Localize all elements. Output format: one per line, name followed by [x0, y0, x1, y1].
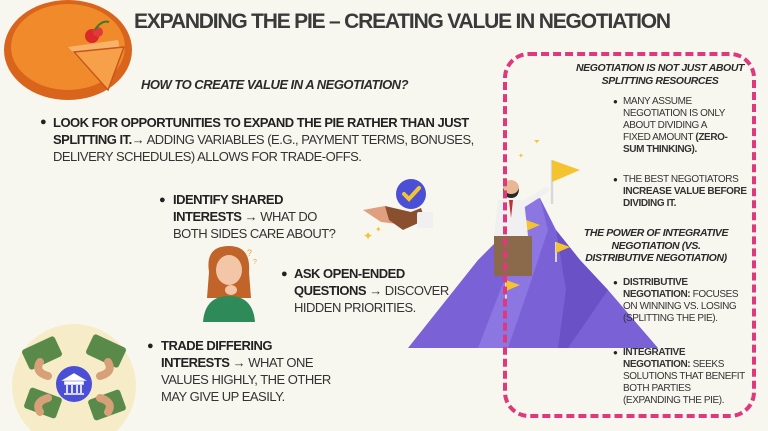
panel-item-zero-sum-rest: MANY ASSUME NEGOTIATION IS ONLY ABOUT DI… [623, 96, 725, 143]
point-trade-interests-bold: TRADE DIFFERING INTERESTS [161, 338, 272, 370]
point-shared-interests: IDENTIFY SHARED INTERESTS → WHAT DO BOTH… [173, 191, 353, 242]
handshake-icon: ✦ ✦ [363, 179, 433, 243]
svg-text:✦: ✦ [363, 229, 373, 243]
point-expand-pie-rest: → ADDING VARIABLES (E.G., PAYMENT TERMS,… [53, 132, 474, 164]
panel-item-zero-sum: MANY ASSUME NEGOTIATION IS ONLY ABOUT DI… [623, 96, 733, 156]
panel-heading-integrative: THE POWER OF INTEGRATIVE NEGOTIATION (VS… [583, 227, 729, 264]
panel-item-integrative-bold: INTEGRATIVE NEGOTIATION: [623, 347, 691, 370]
panel-item-best-negotiators-bold: INCREASE VALUE BEFORE DIVIDING IT. [623, 186, 747, 209]
info-panel [503, 52, 756, 418]
bullet-dot: ● [40, 116, 47, 128]
panel-item-distributive-bold: DISTRIBUTIVE NEGOTIATION: [623, 277, 691, 300]
section-subtitle: HOW TO CREATE VALUE IN A NEGOTIATION? [141, 77, 409, 92]
bullet-dot: ● [613, 97, 618, 106]
point-open-ended-rest: → DISCOVER HIDDEN PRIORITIES. [294, 283, 449, 315]
money-circle-icon [12, 324, 136, 431]
panel-item-best-negotiators: THE BEST NEGOTIATORS INCREASE VALUE BEFO… [623, 174, 748, 210]
panel-item-integrative-rest: SEEKS SOLUTIONS THAT BENEFIT BOTH PARTIE… [623, 359, 745, 406]
mountain-summit-icon: ✦ ✦ [408, 140, 658, 348]
svg-text:✦: ✦ [375, 225, 382, 234]
point-shared-interests-rest: → WHAT DO BOTH SIDES CARE ABOUT? [173, 209, 336, 241]
bullet-dot: ● [613, 278, 618, 287]
panel-item-zero-sum-bold: (ZERO-SUM THINKING). [623, 132, 728, 155]
panel-item-integrative: INTEGRATIVE NEGOTIATION: SEEKS SOLUTIONS… [623, 347, 748, 407]
svg-text:✦: ✦ [533, 140, 541, 146]
point-trade-interests: TRADE DIFFERING INTERESTS → WHAT ONE VAL… [161, 337, 331, 405]
panel-item-best-negotiators-rest: THE BEST NEGOTIATORS [623, 174, 739, 185]
point-expand-pie: LOOK FOR OPPORTUNITIES TO EXPAND THE PIE… [53, 114, 503, 165]
point-open-ended: ASK OPEN-ENDED QUESTIONS → DISCOVER HIDD… [294, 265, 469, 316]
bullet-dot: ● [613, 348, 618, 357]
svg-text:?: ? [253, 259, 257, 266]
point-open-ended-bold: ASK OPEN-ENDED QUESTIONS [294, 266, 405, 298]
bullet-dot: ● [147, 340, 154, 352]
panel-heading-splitting: NEGOTIATION IS NOT JUST ABOUT SPLITTING … [575, 62, 745, 87]
page-title: EXPANDING THE PIE – CREATING VALUE IN NE… [134, 10, 671, 33]
pie-icon [4, 0, 132, 100]
bullet-dot: ● [613, 175, 618, 184]
panel-item-distributive-rest: FOCUSES ON WINNING VS. LOSING (SPLITTING… [623, 289, 739, 324]
thinking-woman-icon: ? ? [203, 246, 257, 322]
bullet-dot: ● [159, 194, 166, 206]
svg-text:?: ? [247, 248, 252, 258]
svg-text:✦: ✦ [518, 152, 524, 160]
point-expand-pie-bold: LOOK FOR OPPORTUNITIES TO EXPAND THE PIE… [53, 115, 469, 147]
bullet-dot: ● [281, 268, 288, 280]
point-trade-interests-rest: → WHAT ONE VALUES HIGHLY, THE OTHER MAY … [161, 355, 331, 404]
point-shared-interests-bold: IDENTIFY SHARED INTERESTS [173, 192, 284, 224]
panel-item-distributive: DISTRIBUTIVE NEGOTIATION: FOCUSES ON WIN… [623, 277, 748, 325]
